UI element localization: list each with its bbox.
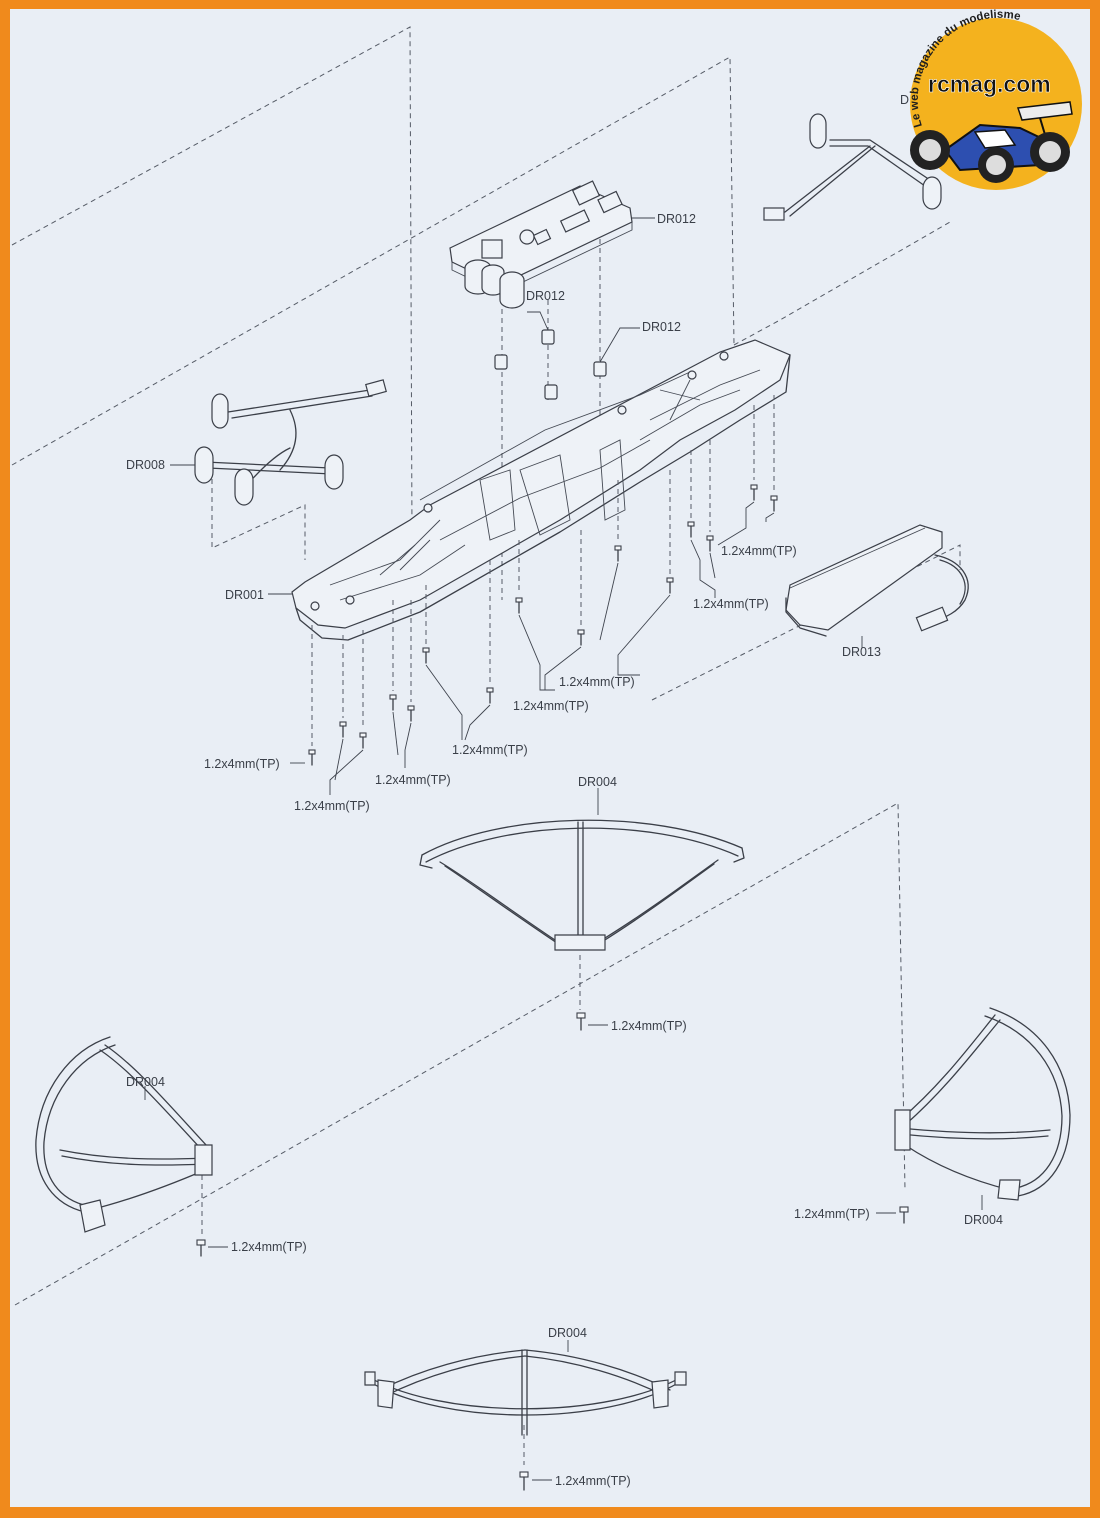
screw-leaders: [290, 501, 775, 795]
screw-label-10: 1.2x4mm(TP): [231, 1240, 307, 1254]
guide-lines-lower: [14, 802, 906, 1465]
rc-car-icon: [910, 101, 1073, 183]
screw-label-9: 1.2x4mm(TP): [611, 1019, 687, 1033]
circuit-board[interactable]: [449, 180, 655, 309]
led-harness-left[interactable]: [170, 379, 387, 506]
screw-label-5: 1.2x4mm(TP): [452, 743, 528, 757]
screw-bottom[interactable]: [519, 1471, 552, 1491]
logo-brand: rcmag.com: [928, 71, 1051, 97]
screw-right[interactable]: [876, 1206, 909, 1224]
label-guard-left: DR004: [126, 1075, 165, 1089]
screw-label-11: 1.2x4mm(TP): [794, 1207, 870, 1221]
battery-pack[interactable]: [785, 524, 969, 648]
screw-label-1: 1.2x4mm(TP): [721, 544, 797, 558]
guard-right[interactable]: [894, 1007, 1071, 1210]
screws-upper[interactable]: [308, 484, 778, 766]
led-harness-right[interactable]: [763, 113, 942, 221]
screw-label-2: 1.2x4mm(TP): [693, 597, 769, 611]
label-board-mount-left: DR012: [526, 289, 565, 303]
guard-center[interactable]: [419, 788, 745, 951]
label-chassis: DR001: [225, 588, 264, 602]
screw-label-4: 1.2x4mm(TP): [513, 699, 589, 713]
screw-label-12: 1.2x4mm(TP): [555, 1474, 631, 1488]
screw-left[interactable]: [196, 1239, 228, 1257]
screw-label-6: 1.2x4mm(TP): [375, 773, 451, 787]
guide-lines-upper: [11, 26, 961, 701]
guard-left[interactable]: [35, 1036, 213, 1233]
screw-guides: [311, 395, 775, 746]
screw-label-8: 1.2x4mm(TP): [294, 799, 370, 813]
label-guard-bottom: DR004: [548, 1326, 587, 1340]
label-harness-right: D: [900, 93, 909, 107]
main-chassis[interactable]: [268, 339, 791, 641]
board-mount-posts[interactable]: [494, 311, 640, 400]
screw-label-7: 1.2x4mm(TP): [204, 757, 280, 771]
label-guard-right: DR004: [964, 1213, 1003, 1227]
rcmag-logo: Le web magazine du modelisme rcmag.com: [909, 9, 1082, 190]
guard-bottom[interactable]: [364, 1340, 687, 1436]
label-board-mount-right: DR012: [642, 320, 681, 334]
label-harness-left: DR008: [126, 458, 165, 472]
label-guard-center: DR004: [578, 775, 617, 789]
screw-label-3: 1.2x4mm(TP): [559, 675, 635, 689]
label-board: DR012: [657, 212, 696, 226]
label-battery: DR013: [842, 645, 881, 659]
screw-center[interactable]: [576, 1012, 608, 1031]
